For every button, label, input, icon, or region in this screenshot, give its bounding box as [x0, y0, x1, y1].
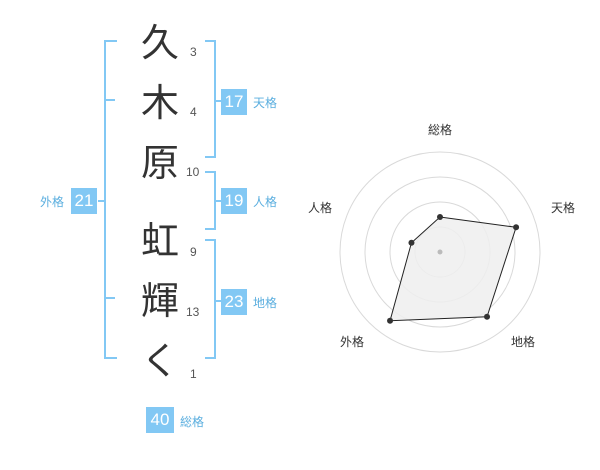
radar-polygon: [389, 216, 517, 322]
soukaku-label: 総格: [180, 415, 205, 429]
radar-axis-label-soukaku: 総格: [428, 123, 453, 137]
tenkaku-value: 17: [221, 89, 247, 115]
radar-point-3: [484, 313, 491, 320]
stroke-count-1: 3: [190, 45, 197, 59]
name-char-2: 木: [140, 81, 179, 125]
radar-point-5: [408, 239, 415, 246]
radar-axis-label-tenkaku: 天格: [551, 201, 576, 215]
name-char-4: 虹: [140, 219, 179, 263]
radar-point-4: [387, 317, 394, 324]
radar-center: [437, 249, 443, 255]
tenkaku-label: 天格: [253, 96, 278, 110]
radar-axis-label-chikaku: 地格: [511, 335, 536, 349]
name-char-3: 原: [140, 141, 179, 185]
jinkaku-label: 人格: [253, 195, 278, 209]
radar-point-2: [513, 224, 520, 231]
stroke-count-3: 10: [186, 165, 200, 179]
radar-ring-3: [364, 176, 516, 328]
tenkaku-bracket: [205, 40, 216, 158]
stroke-count-6: 1: [190, 367, 197, 381]
gaikaku-bracket: [104, 40, 117, 359]
jinkaku-value: 19: [221, 188, 247, 214]
name-char-1: 久: [140, 21, 179, 65]
gaikaku-label: 外格: [40, 195, 65, 209]
stroke-count-2: 4: [190, 105, 197, 119]
stroke-count-5: 13: [186, 305, 200, 319]
name-char-6: く: [140, 339, 179, 383]
gaikaku-value: 21: [71, 188, 97, 214]
stroke-count-4: 9: [190, 245, 197, 259]
radar-axis-label-gaikaku: 外格: [340, 335, 365, 349]
radar-point-1: [437, 214, 443, 220]
soukaku-value: 40: [146, 407, 174, 433]
name-char-5: 輝: [140, 279, 179, 323]
chikaku-bracket: [205, 239, 216, 359]
chikaku-value: 23: [221, 289, 247, 315]
chikaku-label: 地格: [253, 296, 278, 310]
radar-axis-label-jinkaku: 人格: [308, 201, 333, 215]
radar-ring-4: [339, 151, 541, 353]
